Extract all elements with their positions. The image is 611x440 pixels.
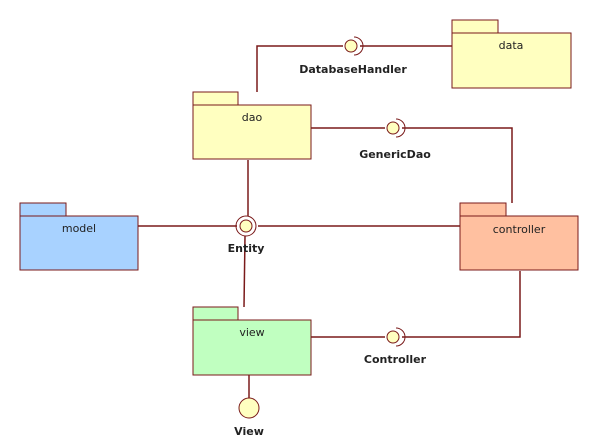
package-view[interactable]: view bbox=[192, 306, 312, 376]
package-model[interactable]: model bbox=[19, 202, 139, 271]
package-data-label: data bbox=[499, 39, 524, 52]
interface-databasehandler[interactable]: DatabaseHandler bbox=[299, 36, 407, 76]
connector-entity-view bbox=[243, 235, 246, 308]
package-dao[interactable]: dao bbox=[192, 91, 312, 160]
interface-controller[interactable]: Controller bbox=[364, 327, 427, 366]
interface-databasehandler-label: DatabaseHandler bbox=[299, 63, 407, 76]
interface-entity-label: Entity bbox=[228, 242, 265, 255]
connector-controller-iface-pkg bbox=[402, 271, 521, 338]
package-view-label: view bbox=[239, 326, 264, 339]
connector-genericdao-controller bbox=[402, 127, 513, 203]
interface-entity[interactable]: Entity bbox=[228, 215, 265, 255]
interface-view-label: View bbox=[234, 425, 264, 438]
package-data[interactable]: data bbox=[451, 19, 572, 89]
interface-genericdao-label: GenericDao bbox=[359, 148, 431, 161]
connector-dao-databasehandler bbox=[256, 45, 343, 92]
interface-genericdao[interactable]: GenericDao bbox=[359, 118, 431, 161]
package-controller[interactable]: controller bbox=[459, 202, 579, 271]
package-controller-label: controller bbox=[493, 223, 546, 236]
package-dao-label: dao bbox=[242, 111, 263, 124]
interface-controller-label: Controller bbox=[364, 353, 427, 366]
package-model-label: model bbox=[62, 222, 96, 235]
interface-view[interactable]: View bbox=[234, 397, 264, 438]
connectors bbox=[138, 45, 521, 398]
